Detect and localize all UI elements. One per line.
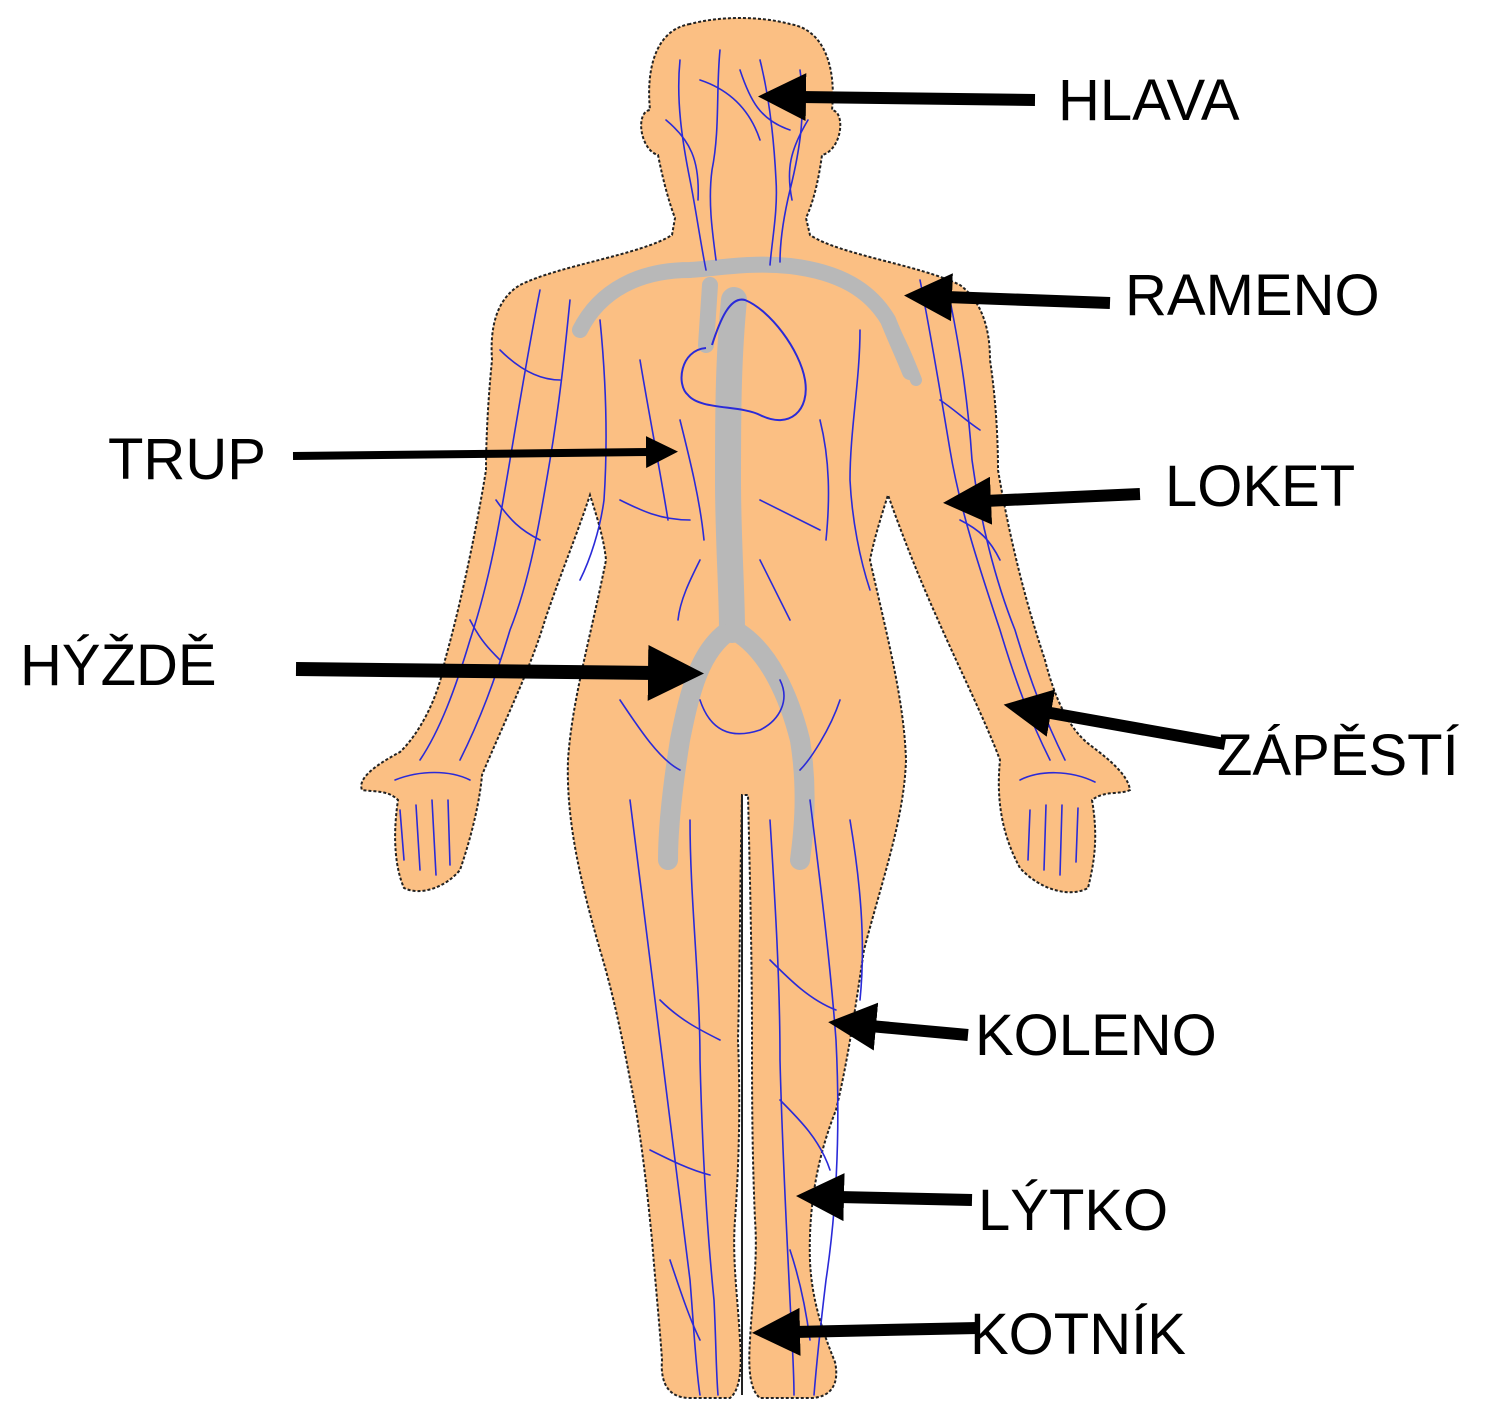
arrow-trunk — [293, 452, 650, 456]
arrow-head — [800, 97, 1035, 100]
label-wrist: ZÁPĚSTÍ — [1217, 727, 1459, 785]
label-buttocks: HÝŽDĚ — [20, 637, 217, 695]
label-head: HLAVA — [1058, 72, 1240, 130]
arrow-shoulder — [946, 297, 1110, 303]
label-shoulder: RAMENO — [1125, 267, 1380, 325]
label-calf: LÝTKO — [978, 1182, 1168, 1240]
arrow-buttocks — [296, 669, 655, 673]
label-knee: KOLENO — [975, 1007, 1217, 1065]
label-elbow: LOKET — [1165, 458, 1355, 516]
vessel-upper-neck — [706, 285, 710, 345]
arrow-elbow — [985, 494, 1140, 501]
label-ankle: KOTNÍK — [970, 1306, 1186, 1364]
arrow-calf — [838, 1197, 972, 1200]
arrow-ankle — [794, 1328, 978, 1332]
vessel-aorta — [728, 300, 734, 630]
label-trunk: TRUP — [108, 431, 266, 489]
arrow-knee — [870, 1026, 968, 1035]
